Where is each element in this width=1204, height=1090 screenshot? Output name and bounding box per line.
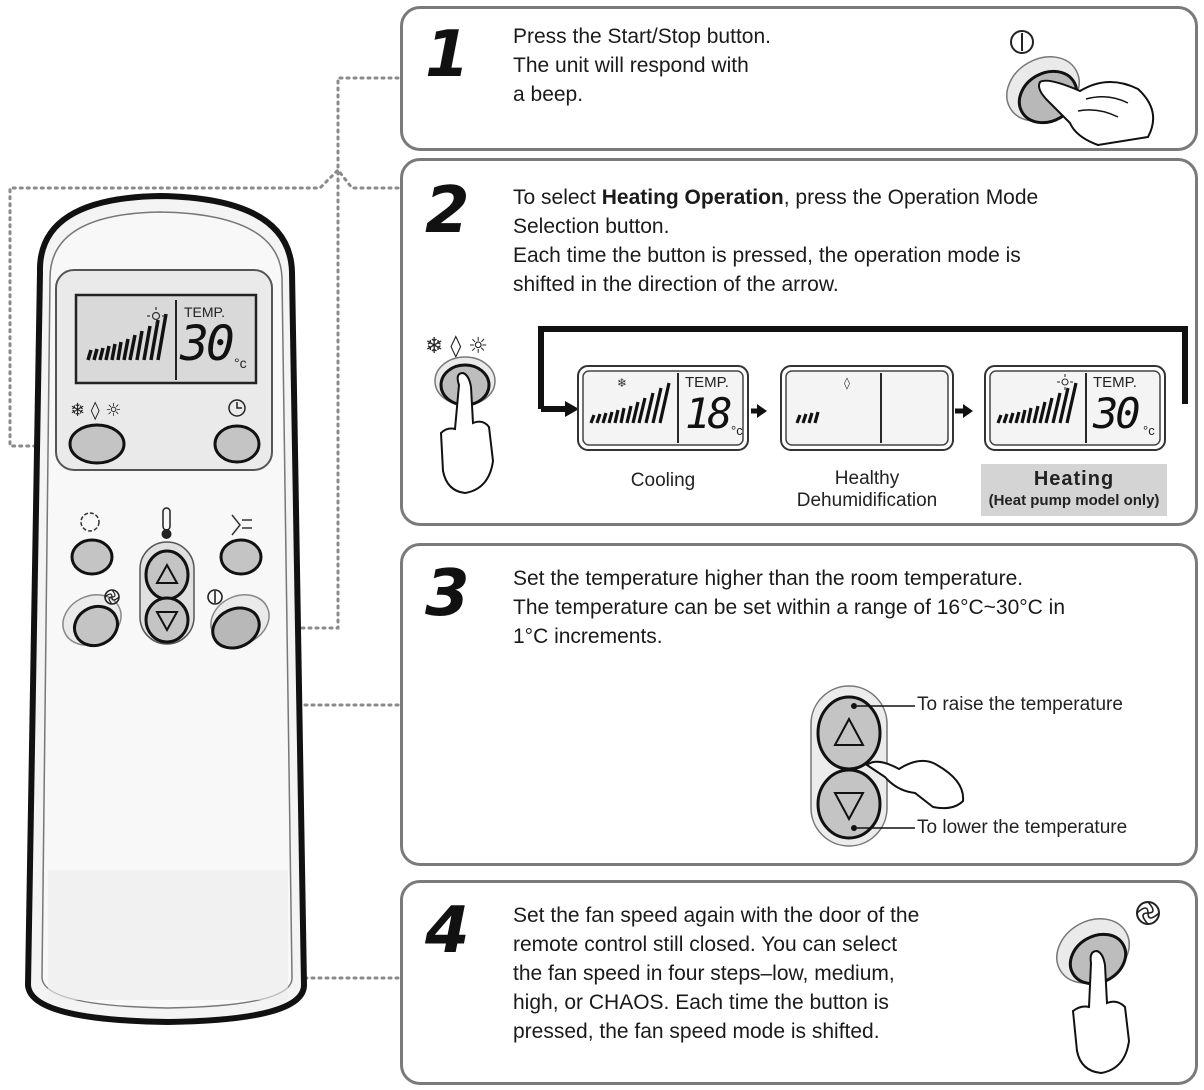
caption-heating: Heating (Heat pump model only)	[988, 468, 1160, 509]
svg-text:❄: ❄	[617, 376, 627, 390]
cooling-temp-label: TEMP.	[685, 374, 729, 391]
caption-dehumidification: Healthy Dehumidification	[796, 468, 938, 511]
step-3-panel: 3 Set the temperature higher than the ro…	[400, 543, 1198, 866]
step-text: Press the Start/Stop button. The unit wi…	[513, 25, 771, 106]
cooling-temp-value: 18	[685, 389, 733, 438]
heating-temp-label: TEMP.	[1093, 374, 1137, 391]
step-text: To select Heating Operation, press the O…	[513, 186, 1039, 296]
lower-temperature-label: To lower the temperature	[917, 817, 1128, 838]
step-number: 2	[425, 174, 470, 248]
step-4-panel: 4 Set the fan speed again with the door …	[400, 880, 1198, 1085]
svg-text:❄ ◊ ☼: ❄ ◊ ☼	[70, 400, 122, 421]
step-number: 3	[425, 557, 470, 631]
svg-text:◊: ◊	[844, 376, 850, 390]
press-start-stop-illustration	[1006, 30, 1155, 147]
heating-temp-value: 30	[1093, 389, 1141, 438]
caption-cooling: Cooling	[630, 470, 696, 491]
fan-button-illustration	[1056, 901, 1160, 1075]
step-text: Set the temperature higher than the room…	[513, 567, 1066, 648]
remote-lcd-unit: °c	[234, 355, 247, 371]
remote-lcd-temp-label: TEMP.	[184, 304, 225, 320]
mode-cycle-diagram: ❄ ◊ ☼ ❄	[425, 326, 1188, 516]
step-number: 4	[425, 894, 470, 968]
temperature-rocker-illustration	[810, 685, 965, 847]
raise-temperature-label: To raise the temperature	[917, 694, 1123, 715]
step-2-panel: 2 To select Heating Operation, press the…	[400, 158, 1198, 526]
svg-text:❄ ◊ ☼: ❄ ◊ ☼	[425, 334, 488, 359]
remote-body: ❄ ◊ ☼	[24, 192, 308, 1026]
step-number: 1	[425, 18, 470, 92]
heating-unit: °c	[1143, 423, 1155, 438]
cooling-unit: °c	[731, 423, 743, 438]
remote-lcd-temp-value: 30	[180, 316, 235, 372]
step-1-panel: 1 Press the Start/Stop button. The unit …	[400, 6, 1198, 151]
step-text: Set the fan speed again with the door of…	[513, 904, 920, 1043]
